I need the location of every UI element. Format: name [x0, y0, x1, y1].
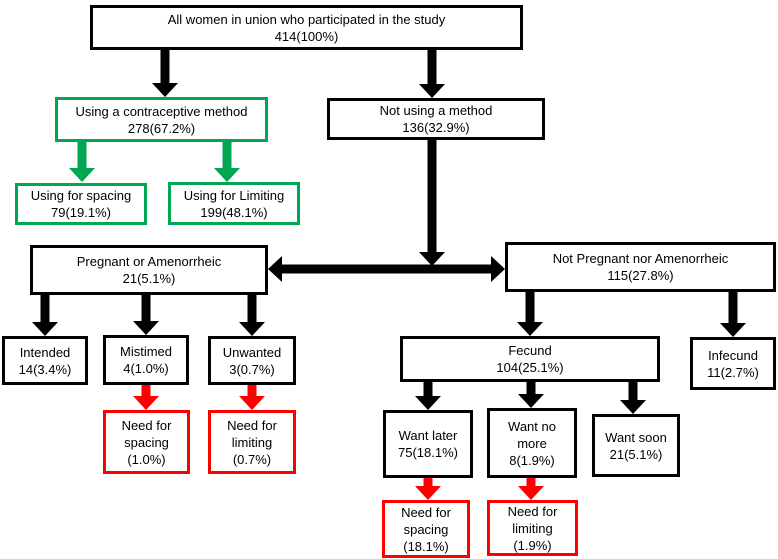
node-need-spacing-mistimed-value: (1.0%)	[127, 451, 166, 467]
node-infecund-value: 11(2.7%)	[707, 364, 759, 380]
node-unwanted-value: 3(0.7%)	[229, 361, 275, 377]
node-mistimed-label: Mistimed	[119, 344, 172, 359]
node-need-limiting-unwanted: Need for limiting (0.7%)	[208, 410, 296, 474]
node-need-spacing-mistimed-label: Need for spacing	[121, 417, 172, 450]
node-intended-label: Intended	[19, 344, 71, 360]
node-need-limiting-unwanted-value: (0.7%)	[232, 451, 272, 467]
node-want-soon-value: 21(5.1%)	[609, 446, 663, 462]
node-not-using-method-label: Not using a method	[379, 103, 493, 118]
node-fecund-value: 104(25.1%)	[496, 360, 564, 375]
node-pregnant-amenorrheic: Pregnant or Amenorrheic 21(5.1%)	[30, 245, 268, 295]
node-need-spacing-want-later-label: Need for spacing	[401, 504, 451, 537]
node-need-limiting-want-no-more-label: Need for limiting	[507, 503, 558, 536]
node-total-label: All women in union who participated in t…	[167, 11, 446, 27]
node-unwanted: Unwanted 3(0.7%)	[208, 336, 296, 385]
node-want-no-more-value: 8(1.9%)	[509, 452, 555, 468]
node-want-later-value: 75(18.1%)	[398, 445, 458, 460]
node-not-pregnant-amenorrheic-value: 115(27.8%)	[607, 268, 674, 283]
node-not-pregnant-amenorrheic: Not Pregnant nor Amenorrheic 115(27.8%)	[505, 242, 776, 292]
node-need-spacing-want-later-value: (18.1%)	[403, 538, 449, 554]
node-using-method-value: 278(67.2%)	[127, 120, 196, 136]
node-total: All women in union who participated in t…	[90, 5, 523, 50]
node-intended-value: 14(3.4%)	[18, 361, 72, 377]
node-need-limiting-want-no-more: Need for limiting (1.9%)	[487, 500, 578, 556]
node-using-for-spacing-label: Using for spacing	[30, 188, 132, 203]
node-want-no-more: Want no more 8(1.9%)	[487, 408, 577, 478]
node-using-for-limiting-label: Using for Limiting	[183, 187, 285, 203]
node-mistimed-value: 4(1.0%)	[123, 361, 169, 376]
node-intended: Intended 14(3.4%)	[2, 336, 88, 385]
node-need-limiting-want-no-more-value: (1.9%)	[513, 537, 552, 553]
node-using-for-spacing: Using for spacing 79(19.1%)	[15, 183, 147, 225]
node-unwanted-label: Unwanted	[222, 344, 282, 360]
node-need-spacing-want-later: Need for spacing (18.1%)	[382, 500, 470, 558]
node-not-using-method-value: 136(32.9%)	[402, 120, 470, 135]
node-infecund-label: Infecund	[708, 347, 758, 363]
node-mistimed: Mistimed 4(1.0%)	[103, 335, 189, 385]
node-want-soon-label: Want soon	[605, 429, 667, 445]
node-want-no-more-label: Want no more	[508, 418, 556, 451]
node-not-using-method: Not using a method 136(32.9%)	[327, 98, 545, 140]
node-using-for-limiting-value: 199(48.1%)	[200, 204, 268, 220]
node-not-pregnant-amenorrheic-label: Not Pregnant nor Amenorrheic	[552, 251, 729, 266]
node-want-later: Want later 75(18.1%)	[383, 410, 473, 478]
node-need-spacing-mistimed: Need for spacing (1.0%)	[103, 410, 190, 474]
node-total-value: 414(100%)	[274, 28, 339, 44]
node-using-method-label: Using a contraceptive method	[75, 103, 248, 119]
node-using-for-limiting: Using for Limiting 199(48.1%)	[168, 182, 300, 225]
node-need-limiting-unwanted-label: Need for limiting	[227, 417, 277, 450]
node-want-soon: Want soon 21(5.1%)	[592, 414, 680, 477]
node-want-later-label: Want later	[398, 428, 458, 443]
node-pregnant-amenorrheic-value: 21(5.1%)	[122, 271, 176, 286]
node-using-method: Using a contraceptive method 278(67.2%)	[55, 97, 268, 142]
node-using-for-spacing-value: 79(19.1%)	[51, 205, 111, 220]
node-fecund-label: Fecund	[508, 343, 552, 358]
node-pregnant-amenorrheic-label: Pregnant or Amenorrheic	[76, 254, 222, 269]
node-fecund: Fecund 104(25.1%)	[400, 336, 660, 382]
node-infecund: Infecund 11(2.7%)	[690, 337, 776, 390]
